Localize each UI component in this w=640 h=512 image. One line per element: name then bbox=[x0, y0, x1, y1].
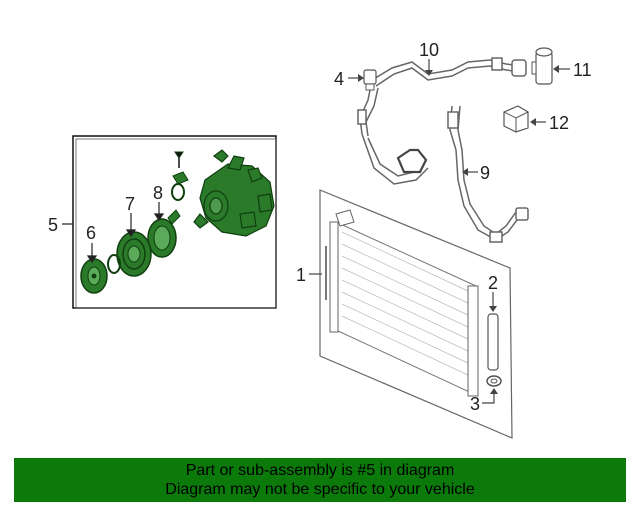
assembly-box-inner bbox=[75, 138, 277, 309]
pressure-switch-part-11[interactable] bbox=[531, 47, 570, 85]
drier-cap-part-3[interactable] bbox=[482, 375, 502, 404]
callout-7: 7 bbox=[125, 194, 135, 214]
callout-10-arrow bbox=[425, 70, 433, 76]
condenser-part-1[interactable] bbox=[319, 189, 513, 439]
callout-9: 9 bbox=[480, 163, 490, 183]
notice-banner: Part or sub-assembly is #5 in diagram Di… bbox=[14, 458, 626, 502]
snap-ring[interactable] bbox=[107, 254, 121, 274]
callout-5: 5 bbox=[48, 215, 58, 235]
callout-6: 6 bbox=[86, 223, 96, 243]
notice-line-1: Part or sub-assembly is #5 in diagram bbox=[185, 462, 455, 479]
callout-1: 1 bbox=[296, 265, 306, 285]
discharge-hose-part-10[interactable] bbox=[357, 57, 527, 185]
fitting-part-4[interactable] bbox=[348, 69, 377, 91]
compressor-assembly-group[interactable] bbox=[72, 135, 277, 309]
callout-9-arrow bbox=[462, 168, 468, 176]
callout-4: 4 bbox=[334, 69, 344, 89]
field-coil-part-8[interactable] bbox=[147, 209, 181, 258]
assembly-leaders bbox=[86, 202, 165, 264]
callout-10: 10 bbox=[419, 40, 439, 60]
notice-line-2: Diagram may not be specific to your vehi… bbox=[165, 481, 475, 498]
o-ring-small[interactable] bbox=[171, 183, 185, 201]
callout-11: 11 bbox=[573, 60, 592, 80]
compressor-body[interactable] bbox=[193, 149, 275, 237]
receiver-drier-part-2[interactable] bbox=[487, 292, 499, 371]
compressor-fitting[interactable] bbox=[172, 151, 189, 185]
callout-8: 8 bbox=[153, 183, 163, 203]
suction-line-part-9[interactable] bbox=[447, 105, 529, 243]
callout-2: 2 bbox=[488, 273, 498, 293]
bracket-part-12[interactable] bbox=[503, 105, 546, 133]
pulley-part-7[interactable] bbox=[116, 231, 152, 277]
callout-3: 3 bbox=[470, 394, 480, 414]
clutch-hub-part-6[interactable] bbox=[80, 258, 108, 294]
callout-12: 12 bbox=[549, 113, 569, 133]
